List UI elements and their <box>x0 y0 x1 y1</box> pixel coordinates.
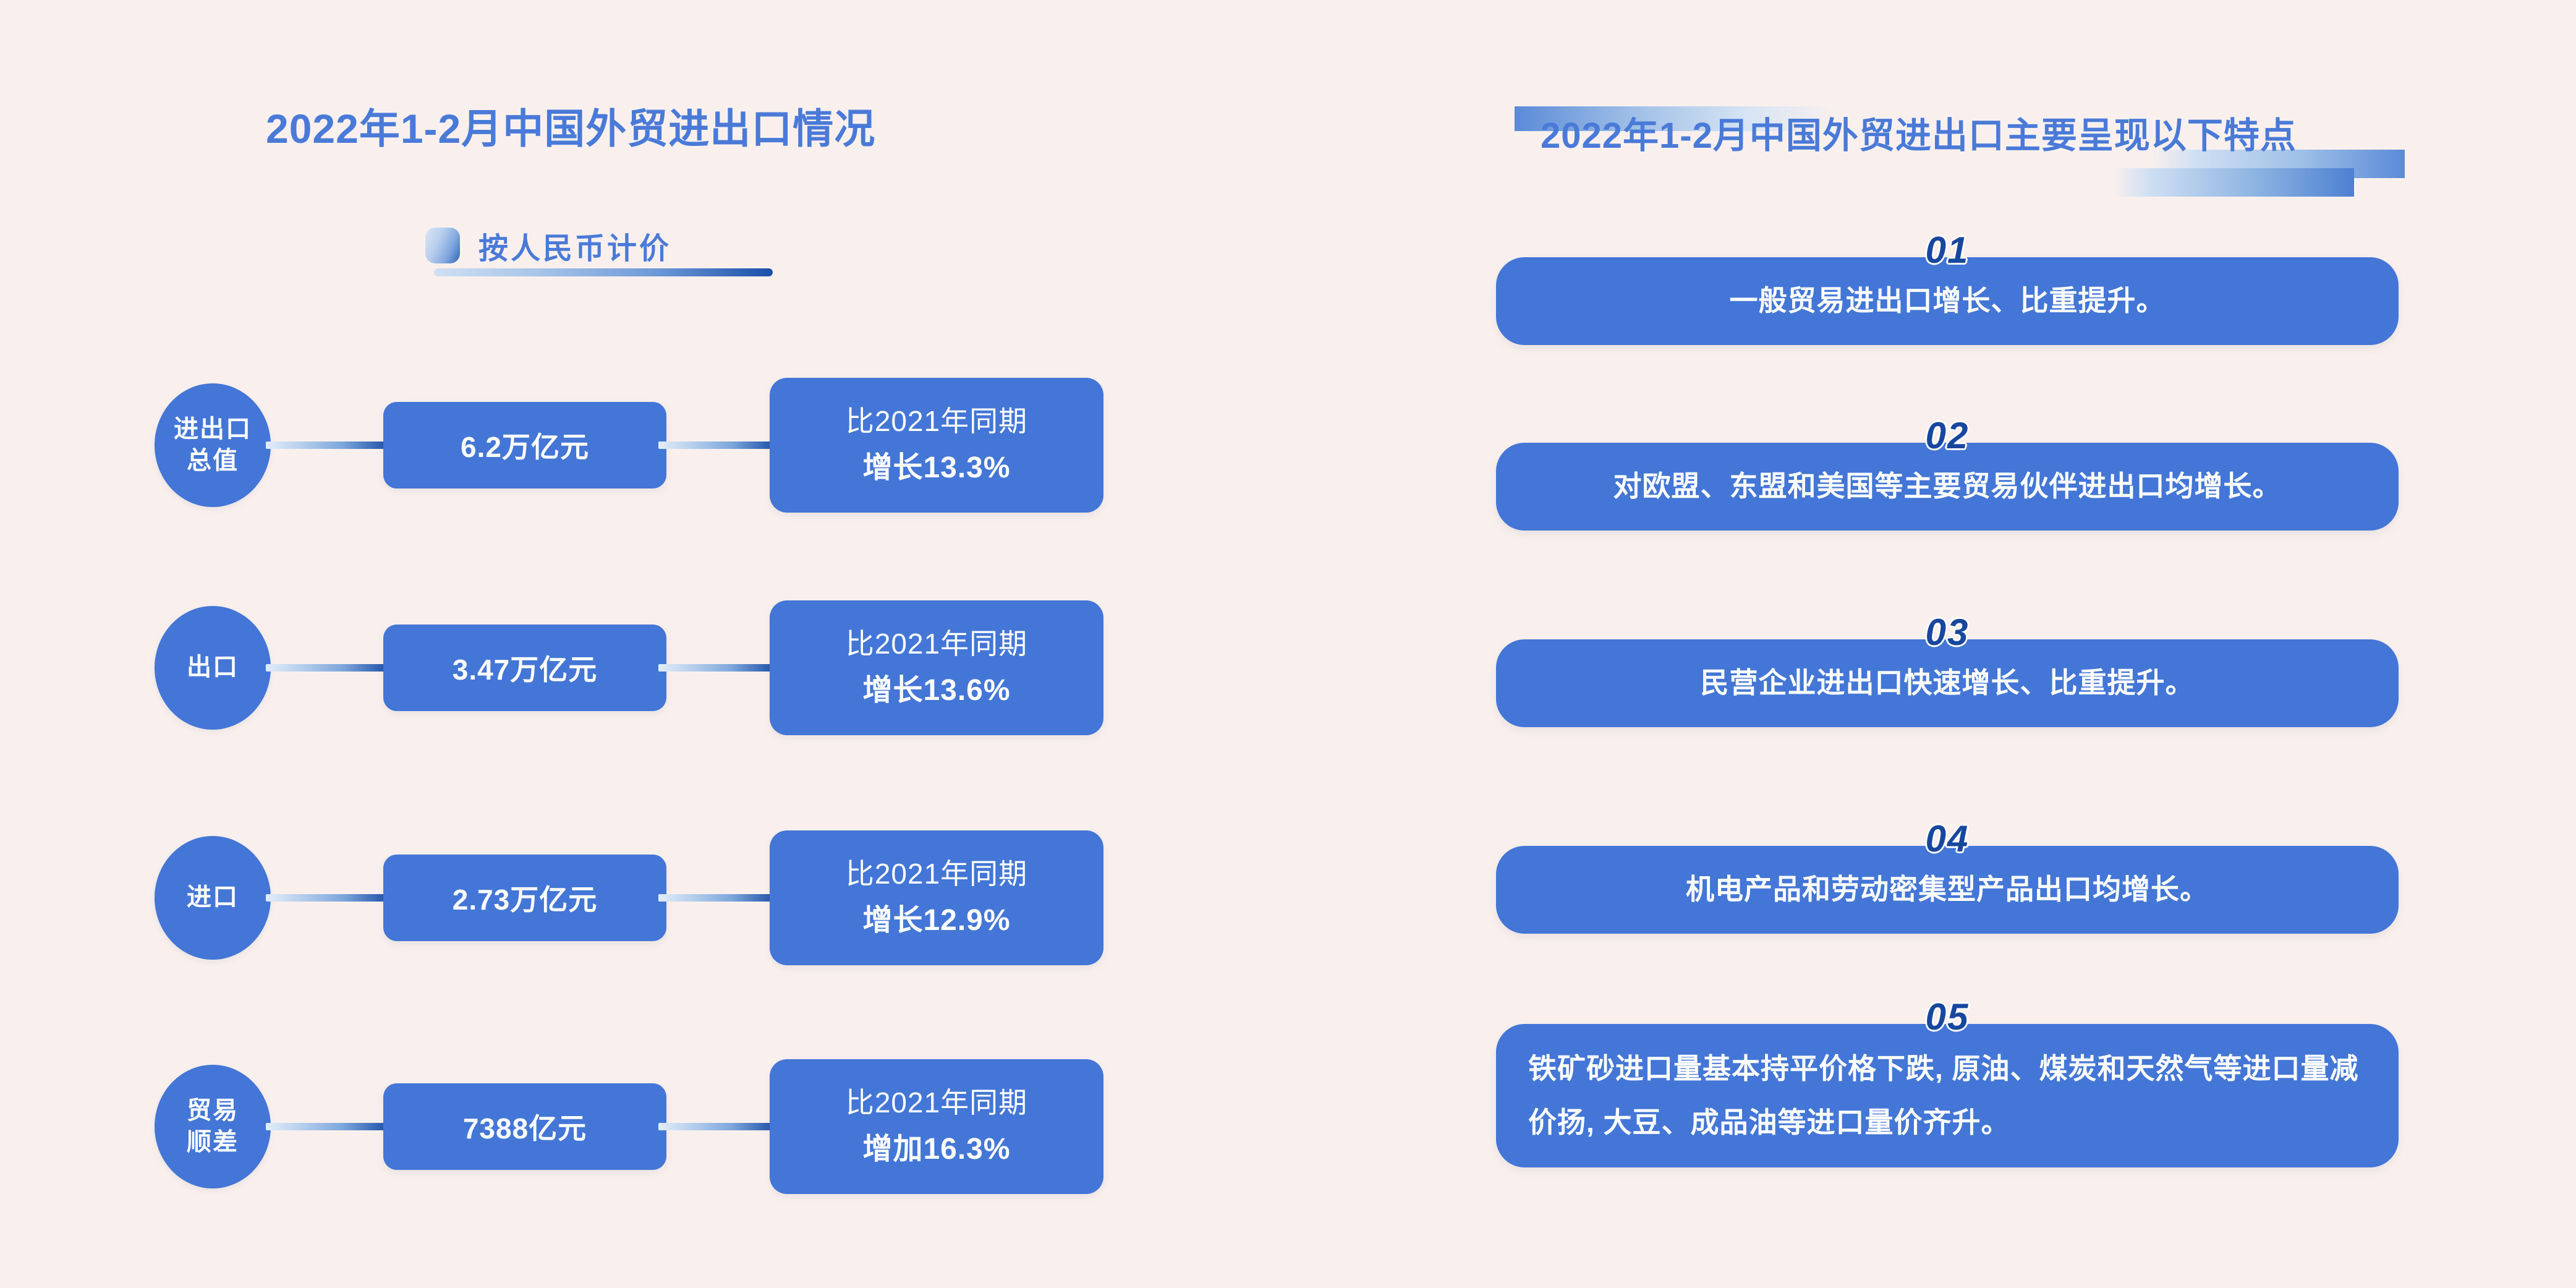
metric-compare-text: 比2021年同期 <box>845 404 1028 437</box>
connector-line <box>658 1123 776 1130</box>
point-card: 铁矿砂进口量基本持平价格下跌, 原油、煤炭和天然气等进口量减价扬, 大豆、成品油… <box>1496 1024 2399 1167</box>
point-text: 机电产品和劳动密集型产品出口均增长。 <box>1686 873 2209 906</box>
metric-label-line1: 出口 <box>187 654 239 681</box>
connector-line <box>658 664 776 672</box>
left-subtitle: 按人民币计价 <box>425 224 671 267</box>
metric-label-line2: 总值 <box>187 447 239 474</box>
rounded-square-marker-icon <box>425 228 460 263</box>
point-text: 铁矿砂进口量基本持平价格下跌, 原油、煤炭和天然气等进口量减价扬, 大豆、成品油… <box>1528 1052 2359 1138</box>
point-card: 机电产品和劳动密集型产品出口均增长。 <box>1496 846 2399 934</box>
connector-line <box>266 441 389 449</box>
metric-label-badge: 进出口 总值 <box>155 383 271 507</box>
metric-change-text: 增长13.6% <box>862 673 1011 707</box>
metric-value: 6.2万亿元 <box>383 402 666 488</box>
connector-line <box>266 1123 389 1130</box>
metric-compare-text: 比2021年同期 <box>845 1086 1028 1119</box>
metric-growth-card: 比2021年同期 增长13.3% <box>770 378 1103 513</box>
metric-label-badge: 贸易 顺差 <box>155 1065 271 1188</box>
metric-growth-card: 比2021年同期 增长13.6% <box>770 600 1103 735</box>
metric-value: 2.73万亿元 <box>383 855 666 941</box>
point-card: 对欧盟、东盟和美国等主要贸易伙伴进出口均增长。 <box>1496 443 2399 531</box>
point-text: 一般贸易进出口增长、比重提升。 <box>1729 284 2166 317</box>
connector-line <box>658 441 776 449</box>
point-number: 05 <box>1925 996 1970 1038</box>
right-panel: 2022年1-2月中国外贸进出口主要呈现以下特点 01 一般贸易进出口增长、比重… <box>1422 0 2576 1288</box>
subtitle-underline-divider <box>434 268 773 276</box>
metric-label-line1: 贸易 <box>187 1096 239 1124</box>
point-number: 02 <box>1925 415 1970 456</box>
left-subtitle-label: 按人民币计价 <box>478 232 672 265</box>
metric-value: 7388亿元 <box>383 1083 666 1170</box>
metric-change-text: 增长13.3% <box>862 451 1011 484</box>
decor-band-top-icon <box>1515 106 1836 131</box>
left-page-title: 2022年1-2月中国外贸进出口情况 <box>266 106 876 151</box>
connector-line <box>266 894 389 902</box>
point-text: 对欧盟、东盟和美国等主要贸易伙伴进出口均增长。 <box>1613 470 2282 503</box>
metric-label-badge: 出口 <box>155 606 271 730</box>
metric-growth-card: 比2021年同期 增加16.3% <box>770 1059 1103 1194</box>
point-number: 04 <box>1925 818 1970 859</box>
metric-growth-card: 比2021年同期 增长12.9% <box>770 830 1103 965</box>
point-card: 民营企业进出口快速增长、比重提升。 <box>1496 639 2399 727</box>
metric-change-text: 增长12.9% <box>862 903 1011 937</box>
point-text: 民营企业进出口快速增长、比重提升。 <box>1700 667 2195 699</box>
metric-compare-text: 比2021年同期 <box>845 627 1028 660</box>
left-panel: 2022年1-2月中国外贸进出口情况 按人民币计价 进出口 总值 6.2万亿元 … <box>155 106 1103 1194</box>
connector-line <box>266 664 389 672</box>
point-card: 一般贸易进出口增长、比重提升。 <box>1496 257 2399 345</box>
metric-label-line2: 顺差 <box>187 1128 239 1156</box>
metric-label-line1: 进出口 <box>174 415 252 443</box>
metric-compare-text: 比2021年同期 <box>845 857 1028 890</box>
metric-label-line1: 进口 <box>187 884 239 911</box>
decor-band-bottom-b-icon <box>2113 168 2354 197</box>
right-page-title: 2022年1-2月中国外贸进出口主要呈现以下特点 <box>1541 116 2297 156</box>
point-number: 03 <box>1925 612 1970 653</box>
metric-value: 3.47万亿元 <box>383 625 666 711</box>
point-number: 01 <box>1925 229 1970 271</box>
metric-change-text: 增加16.3% <box>862 1132 1011 1166</box>
metric-label-badge: 进口 <box>155 836 271 960</box>
connector-line <box>658 894 776 902</box>
